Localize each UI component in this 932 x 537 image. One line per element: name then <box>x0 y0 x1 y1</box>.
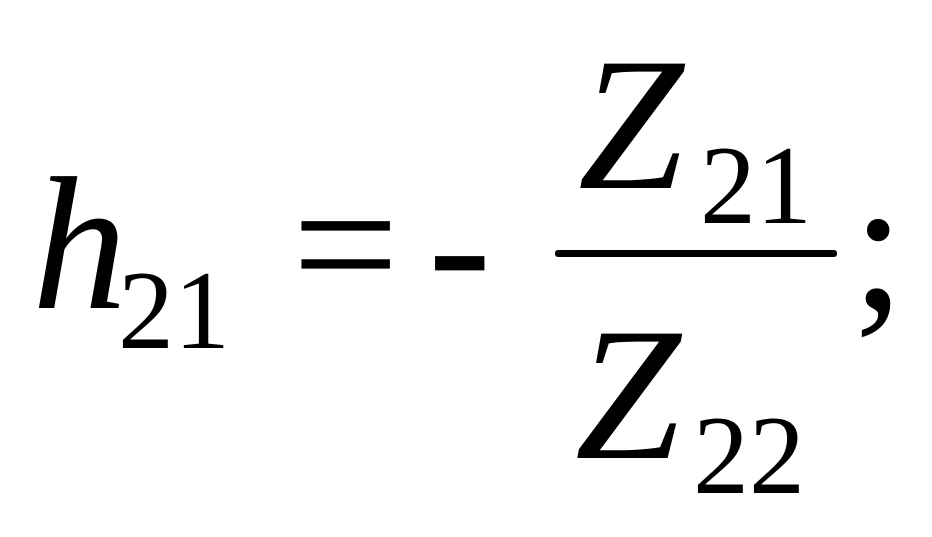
fraction-bar <box>555 250 837 257</box>
numerator-subscript: 21 <box>700 124 812 248</box>
lhs-variable-h: h <box>32 140 127 350</box>
denominator-variable-z: Z <box>575 290 681 500</box>
equals-sign: = <box>292 140 400 350</box>
numerator-variable-z: Z <box>578 20 684 230</box>
semicolon: ; <box>852 140 905 350</box>
denominator-subscript: 22 <box>693 394 805 518</box>
minus-sign: - <box>428 140 492 350</box>
lhs-subscript: 21 <box>118 249 230 373</box>
